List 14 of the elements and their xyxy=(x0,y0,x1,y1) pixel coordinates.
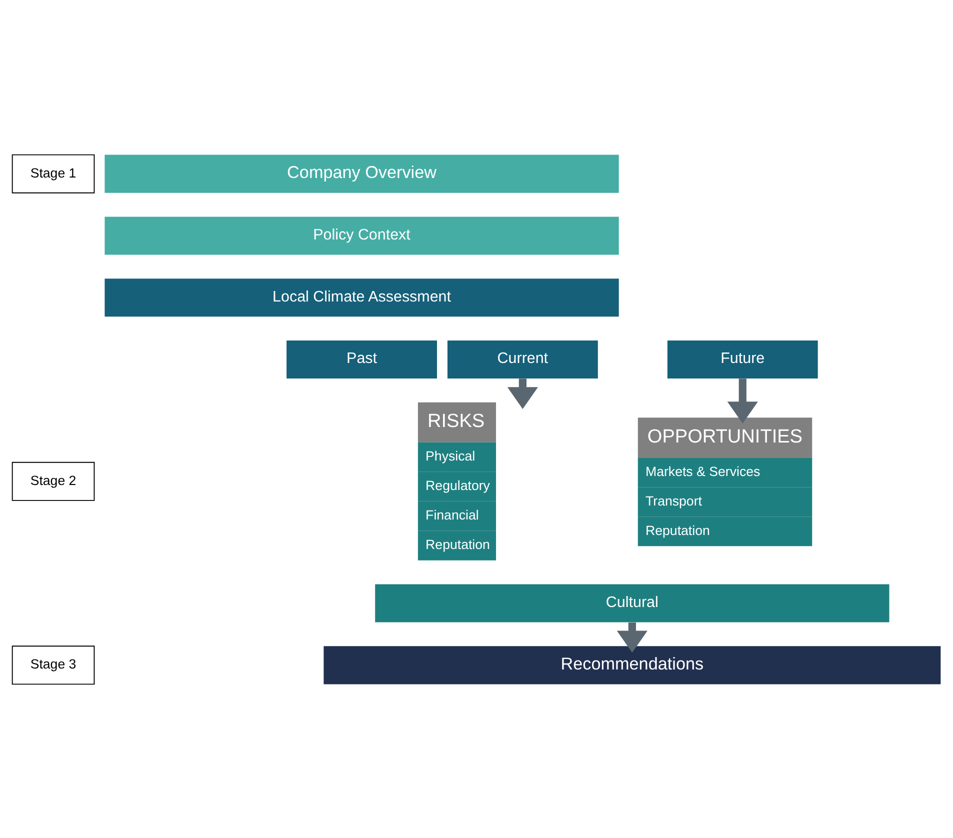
node-box: Cultural xyxy=(375,584,890,622)
node-box: Recommendations xyxy=(324,646,941,684)
node-box: Policy Context xyxy=(104,216,619,254)
node-box: Stage 1 xyxy=(12,154,95,193)
node-box: Company Overview xyxy=(104,154,619,192)
node-box: Stage 3 xyxy=(12,645,95,684)
arrow xyxy=(507,378,538,408)
node-box: Stage 2 xyxy=(12,461,95,500)
arrow xyxy=(616,622,648,652)
node-box: Future xyxy=(667,340,818,378)
node-box: Local Climate Assessment xyxy=(104,278,619,316)
node-box: Current xyxy=(447,340,598,378)
arrow xyxy=(727,378,758,424)
node-box: Past xyxy=(286,340,437,378)
